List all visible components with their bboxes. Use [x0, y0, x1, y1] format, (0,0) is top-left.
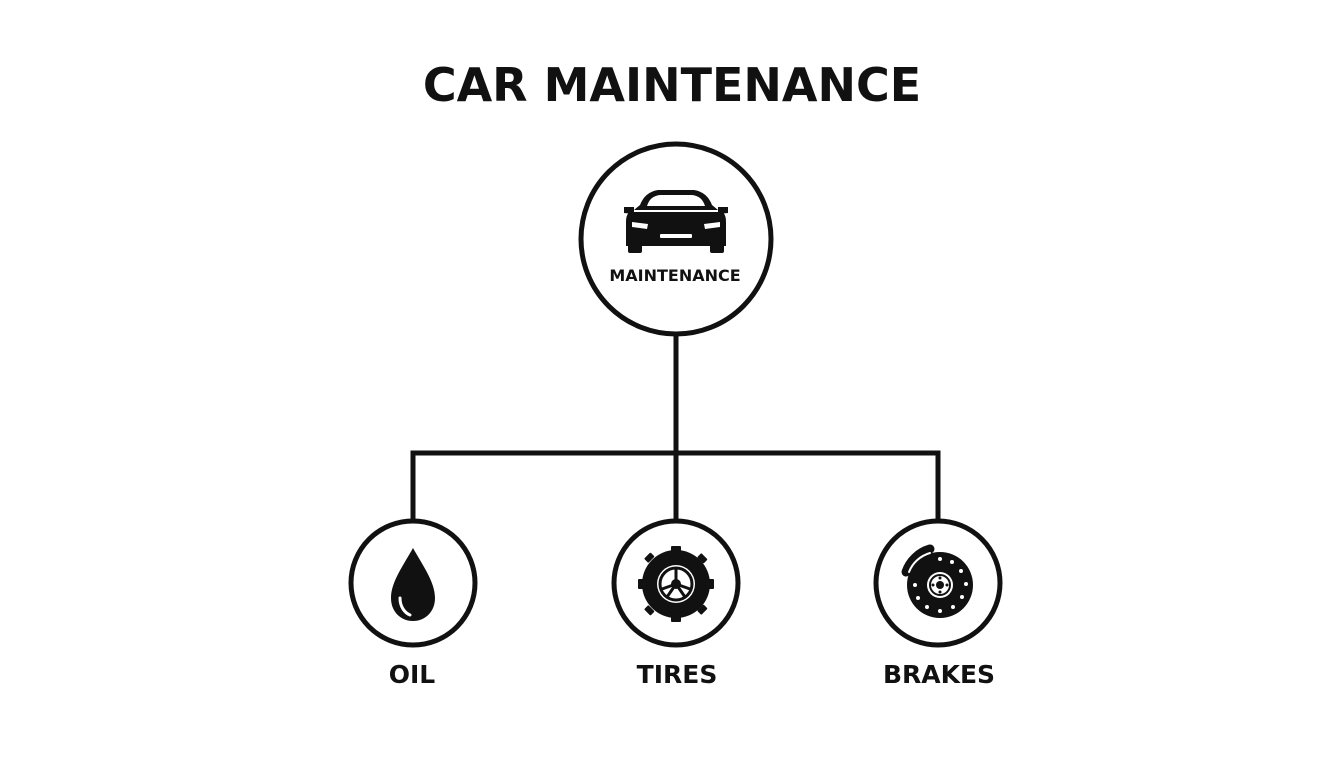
brake-disc-icon — [901, 544, 973, 618]
tires-node-label: TIRES — [636, 660, 718, 689]
root-node — [578, 141, 774, 337]
tire-icon — [638, 546, 714, 622]
tires-node — [611, 518, 741, 648]
brakes-node — [873, 518, 1003, 648]
brakes-node-label: BRAKES — [882, 660, 996, 689]
car-headlight-right — [704, 222, 720, 229]
car-windshield — [647, 195, 705, 206]
oil-node-label: OIL — [388, 660, 436, 689]
car-headlight-left — [632, 222, 648, 229]
connector-lines — [410, 330, 941, 523]
oil-node — [348, 518, 478, 648]
oil-drop-icon — [391, 548, 435, 621]
root-node-label: MAINTENANCE — [609, 266, 741, 285]
car-grille — [660, 234, 692, 238]
diagram-title: CAR MAINTENANCE — [422, 58, 922, 112]
